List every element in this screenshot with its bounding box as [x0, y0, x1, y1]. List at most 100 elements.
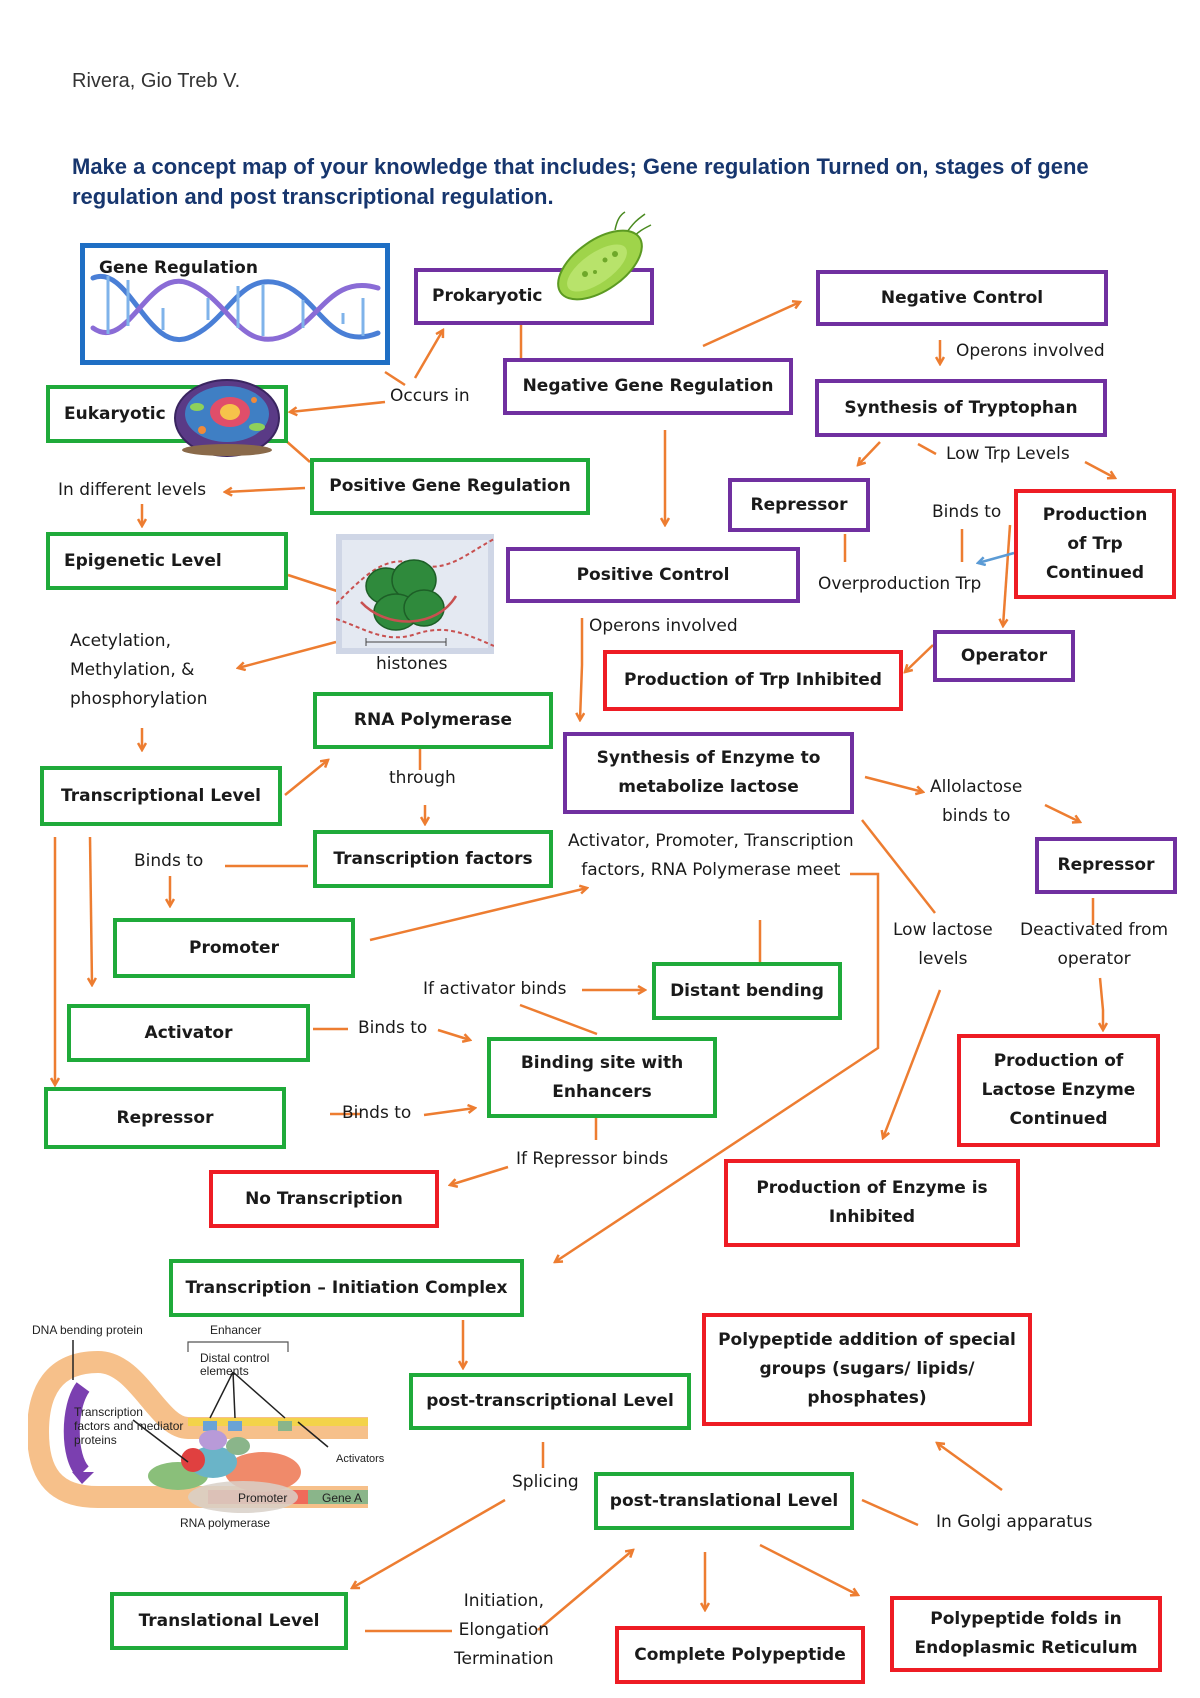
- production-lactose-enzyme-line: Production of: [993, 1051, 1124, 1071]
- binding-site-enhancers-box: Binding site with Enhancers: [487, 1037, 717, 1118]
- label-through: through: [389, 768, 456, 788]
- polypeptide-folds-box: Polypeptide folds in Endoplasmic Reticul…: [890, 1596, 1162, 1672]
- gene-regulation-label: Gene Regulation: [99, 258, 258, 278]
- positive-control-label: Positive Control: [576, 564, 730, 585]
- production-trp-continued-line: Production: [1042, 504, 1148, 525]
- arrow: [759, 1543, 858, 1595]
- binding-site-enhancers-line: Binding site with: [520, 1052, 684, 1073]
- promoter-label: Promoter: [189, 937, 279, 958]
- positive-gene-regulation-label: Positive Gene Regulation: [329, 476, 571, 496]
- eukaryotic-cell-illustration: [174, 379, 280, 457]
- synthesis-enzyme-lactose-line: metabolize lactose: [618, 777, 799, 797]
- arrow: [238, 640, 337, 668]
- histones-illustration: [336, 534, 494, 654]
- label-binds-to-trp: Binds to: [932, 502, 1002, 522]
- connector: [384, 370, 406, 387]
- label-binds-to-repressor: Binds to: [342, 1103, 412, 1123]
- arrow: [450, 1165, 509, 1185]
- negative-gene-regulation-label: Negative Gene Regulation: [522, 376, 774, 396]
- arrow: [580, 618, 582, 720]
- production-trp-continued-line: Continued: [1045, 562, 1145, 583]
- arrow: [90, 836, 92, 985]
- operator-box: Operator: [933, 630, 1075, 682]
- promoter-box: Promoter: [113, 918, 355, 978]
- eukaryotic-label: Eukaryotic: [64, 403, 166, 424]
- rna-polymerase-box: RNA Polymerase: [313, 692, 553, 749]
- transcription-initiation-complex-box: Transcription – Initiation Complex: [169, 1259, 524, 1317]
- repressor-lactose-box: Repressor: [1035, 837, 1177, 894]
- figure-label-rna-polymerase: RNA polymerase: [180, 1516, 270, 1530]
- transcription-factors-box: Transcription factors: [313, 830, 553, 888]
- arrow: [284, 760, 328, 796]
- prokaryotic-box: Prokaryotic: [414, 268, 654, 325]
- production-lactose-enzyme-line: Lactose Enzyme: [981, 1080, 1136, 1100]
- repressor-euk-label: Repressor: [116, 1107, 214, 1128]
- arrow: [1100, 977, 1103, 1030]
- arrow: [413, 330, 443, 379]
- gene-regulation-box: Gene Regulation: [80, 243, 390, 365]
- figure-label-promoter: Promoter: [238, 1491, 287, 1505]
- synthesis-tryptophan-box: Synthesis of Tryptophan: [815, 379, 1107, 437]
- label-binds-to-promoter: Binds to: [134, 851, 204, 871]
- arrow: [937, 1443, 1003, 1492]
- connector: [917, 442, 937, 456]
- figure-label-activators: Activators: [336, 1453, 385, 1465]
- label-if-activator-binds: If activator binds: [423, 979, 567, 999]
- label-operons-involved-2: Operons involved: [589, 616, 738, 636]
- post-transcriptional-level-box: post-transcriptional Level: [409, 1373, 691, 1430]
- synthesis-enzyme-lactose-line: Synthesis of Enzyme to: [596, 748, 821, 768]
- dna-helix-illustration: [90, 273, 381, 343]
- post-translational-level-box: post-translational Level: [594, 1472, 854, 1530]
- production-enzyme-inhibited-box: Production of Enzyme is Inhibited: [724, 1159, 1020, 1247]
- operator-label: Operator: [960, 645, 1048, 666]
- repressor-lactose-label: Repressor: [1057, 855, 1155, 875]
- label-if-repressor-binds: If Repressor binds: [516, 1149, 669, 1169]
- polypeptide-addition-box: Polypeptide addition of special groups (…: [702, 1313, 1032, 1426]
- connector: [519, 1003, 598, 1036]
- author-name: Rivera, Gio Treb V.: [72, 70, 241, 92]
- production-lactose-enzyme-continued-box: Production of Lactose Enzyme Continued: [957, 1034, 1160, 1147]
- arrow: [369, 888, 587, 942]
- label-operons-involved-1: Operons involved: [956, 341, 1105, 361]
- polypeptide-addition-line: groups (sugars/ lipids/: [759, 1359, 975, 1379]
- rna-polymerase-label: RNA Polymerase: [353, 710, 513, 730]
- production-enzyme-inhibited-line: Production of Enzyme is: [756, 1178, 988, 1198]
- figure-label-distal-control: Distal control: [200, 1351, 269, 1365]
- label-splicing: Splicing: [512, 1472, 579, 1492]
- epigenetic-level-label: Epigenetic Level: [64, 550, 222, 571]
- synthesis-tryptophan-label: Synthesis of Tryptophan: [844, 397, 1078, 418]
- connector: [284, 439, 311, 463]
- arrow: [1044, 803, 1080, 822]
- label-overproduction-trp: Overproduction Trp: [818, 574, 982, 594]
- arrow: [905, 644, 934, 672]
- negative-gene-regulation-box: Negative Gene Regulation: [503, 358, 793, 415]
- prokaryotic-label: Prokaryotic: [432, 286, 543, 306]
- bacterium-illustration: [557, 211, 652, 301]
- arrow: [290, 400, 386, 412]
- arrow: [702, 302, 800, 348]
- figure-label-transcription-factors: Transcription: [74, 1405, 143, 1419]
- figure-label-distal-control: elements: [200, 1364, 249, 1378]
- label-binds-to-activator: Binds to: [358, 1018, 428, 1038]
- complete-polypeptide-box: Complete Polypeptide: [615, 1626, 865, 1684]
- enhancer-dna-bending-figure: DNA bending protein Enhancer Distal cont…: [28, 1323, 385, 1530]
- distant-bending-box: Distant bending: [652, 962, 842, 1020]
- figure-label-dna-bending-protein: DNA bending protein: [32, 1323, 143, 1337]
- arrow: [437, 1028, 470, 1040]
- translational-level-box: Translational Level: [110, 1592, 348, 1650]
- transcriptional-level-label: Transcriptional Level: [60, 785, 261, 806]
- arrow: [423, 1108, 475, 1117]
- negative-control-box: Negative Control: [816, 270, 1108, 326]
- negative-control-label: Negative Control: [880, 287, 1044, 308]
- no-transcription-box: No Transcription: [209, 1170, 439, 1228]
- production-trp-continued-line: of Trp: [1067, 533, 1123, 554]
- production-enzyme-inhibited-line: Inhibited: [828, 1207, 916, 1227]
- arrow: [883, 989, 942, 1138]
- positive-gene-regulation-box: Positive Gene Regulation: [310, 458, 590, 515]
- feedback-arrow: [978, 551, 1015, 563]
